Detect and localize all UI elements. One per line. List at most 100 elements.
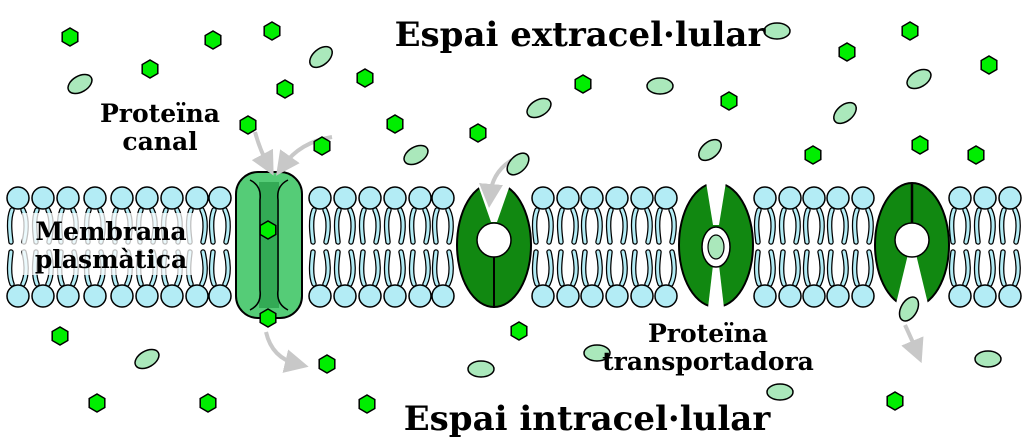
- hexagon-molecule: [263, 21, 281, 41]
- lipid-tail: [988, 250, 995, 286]
- phospholipid-pair: [851, 186, 875, 308]
- lipid-head: [431, 284, 455, 308]
- lipid-tail: [410, 208, 416, 244]
- lipid-tail: [360, 250, 366, 286]
- ellipse-molecule: [134, 348, 160, 370]
- ellipse-molecule: [766, 383, 794, 401]
- lipid-tail: [200, 250, 207, 286]
- lipid-tail: [656, 250, 662, 286]
- hexagon-molecule: [720, 91, 738, 111]
- lipid-tail: [755, 208, 761, 244]
- ellipse-molecule: [467, 360, 495, 378]
- lipid-head: [531, 186, 555, 210]
- lipid-head: [6, 284, 30, 308]
- lipid-tail: [595, 208, 602, 244]
- lipid-head: [851, 186, 875, 210]
- lipid-tail: [348, 208, 355, 244]
- lipid-tail: [546, 250, 553, 286]
- channel-protein: [235, 171, 303, 319]
- hexagon-molecule: [276, 79, 294, 99]
- lipid-tail: [669, 208, 676, 244]
- lipid-tail: [950, 208, 956, 244]
- lipid-tail: [804, 250, 810, 286]
- extracellular-label: Espai extracel·lular: [395, 15, 767, 55]
- phospholipid-pair: [431, 186, 455, 308]
- lipid-tail: [853, 208, 859, 244]
- carrier-gap-top: [706, 182, 726, 225]
- lipid-head: [110, 284, 134, 308]
- lipid-head: [431, 186, 455, 210]
- lipid-tail: [632, 250, 638, 286]
- lipid-tail: [645, 250, 652, 286]
- lipid-tail: [632, 208, 638, 244]
- carrier-protein-down: [874, 182, 950, 308]
- phospholipid-pair: [208, 186, 232, 308]
- arrow: [264, 331, 309, 373]
- lipid-head: [83, 186, 107, 210]
- lipid-tail: [373, 208, 380, 244]
- lipid-head: [408, 284, 432, 308]
- lipid-head: [630, 284, 654, 308]
- lipid-head: [802, 186, 826, 210]
- lipid-tail: [571, 250, 578, 286]
- lipid-head: [383, 284, 407, 308]
- hexagon-molecule: [318, 354, 336, 374]
- phospholipid-pair: [580, 186, 604, 308]
- hexagon-molecule: [901, 21, 919, 41]
- lipid-tail: [817, 250, 824, 286]
- ellipse-molecule: [833, 101, 857, 125]
- lipid-tail: [335, 208, 341, 244]
- ellipse-molecule: [646, 77, 674, 95]
- carrier-proteins: [456, 182, 950, 308]
- lipid-head: [208, 284, 232, 308]
- hexagon-molecule: [386, 114, 404, 134]
- hexagon-molecule: [259, 308, 277, 328]
- phospholipid-pair: [630, 186, 654, 308]
- lipid-tail: [595, 250, 602, 286]
- lipid-tail: [1013, 208, 1020, 244]
- lipid-tail: [385, 208, 391, 244]
- carrier-cavity: [894, 222, 930, 258]
- ellipse-molecule-bound: [707, 234, 725, 260]
- hexagon-molecule: [259, 220, 277, 240]
- hexagon-molecule: [967, 145, 985, 165]
- lipid-tail: [398, 250, 405, 286]
- phospholipid-pair: [948, 186, 972, 308]
- lipid-tail: [1000, 250, 1006, 286]
- lipid-head: [998, 284, 1022, 308]
- lipid-head: [83, 284, 107, 308]
- ellipse-molecule: [898, 296, 920, 322]
- lipid-tail: [446, 250, 453, 286]
- hexagon-molecule: [469, 123, 487, 143]
- ellipse-molecule: [698, 138, 722, 162]
- lipid-tail: [768, 208, 775, 244]
- phospholipid-pair: [6, 186, 30, 308]
- lipid-head: [802, 284, 826, 308]
- lipid-tail: [866, 208, 873, 244]
- lipid-tail: [8, 250, 14, 286]
- hexagon-molecule: [358, 394, 376, 414]
- lipid-tail: [669, 250, 676, 286]
- lipid-tail: [533, 208, 539, 244]
- lipid-tail: [620, 250, 627, 286]
- lipid-tail: [360, 208, 366, 244]
- lipid-tail: [866, 250, 873, 286]
- channel-label-line2: canal: [122, 127, 197, 156]
- lipid-tail: [398, 208, 405, 244]
- phospholipid-pair: [333, 186, 357, 308]
- lipid-tail: [1013, 250, 1020, 286]
- hexagon-molecule: [88, 393, 106, 413]
- lipid-tail: [780, 250, 786, 286]
- lipid-tail: [607, 250, 613, 286]
- phospholipid-pair: [605, 186, 629, 308]
- lipid-tail: [645, 208, 652, 244]
- lipid-tail: [582, 208, 588, 244]
- phospholipid-pair: [185, 186, 209, 308]
- molecules: [51, 21, 1002, 414]
- hexagon-molecule: [804, 145, 822, 165]
- hexagon-molecule: [838, 42, 856, 62]
- lipid-head: [556, 284, 580, 308]
- phospholipid-pair: [654, 186, 678, 308]
